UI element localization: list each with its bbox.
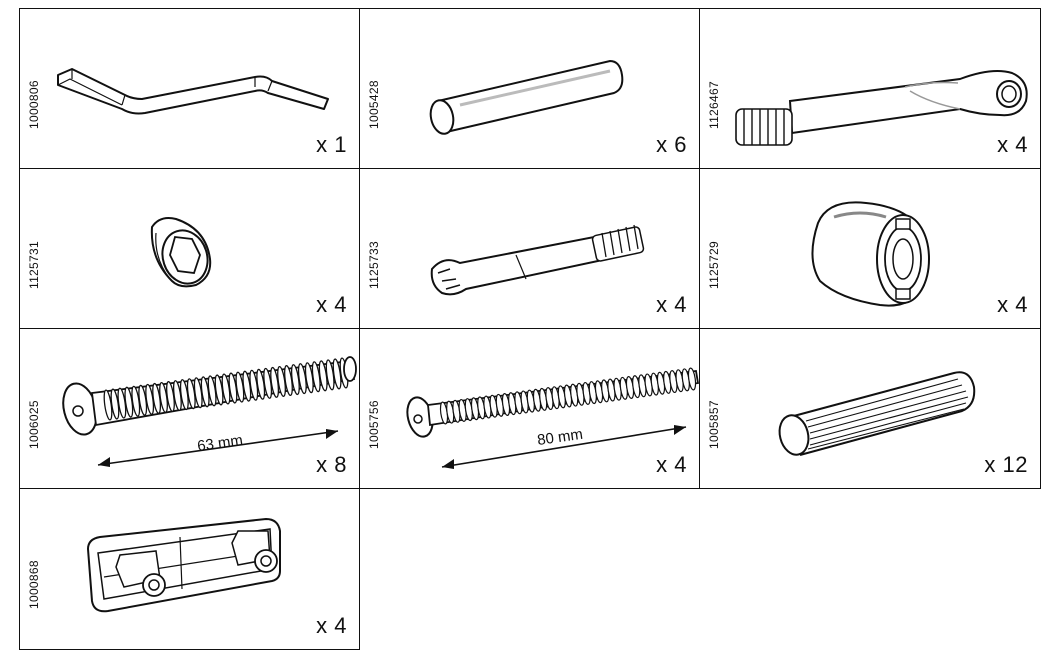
hex-cap-nut-icon	[150, 217, 212, 288]
length-label: 63 mm	[196, 432, 244, 455]
part-code: 1005756	[367, 400, 381, 449]
part-code: 1125729	[707, 241, 721, 289]
part-cell-1126467: 1126467 x 4	[699, 8, 1041, 169]
allen-key-icon	[57, 68, 329, 115]
fluted-dowel-icon	[778, 371, 976, 456]
part-quantity: x 6	[656, 132, 687, 157]
part-quantity: x 4	[656, 452, 687, 477]
part-cell-1125729: 1125729 x 4	[699, 168, 1041, 329]
part-cell-1000806: 1000806 x 1	[19, 8, 360, 169]
part-code: 1000806	[27, 80, 41, 129]
part-quantity: x 4	[997, 292, 1028, 317]
connector-bracket-icon	[86, 517, 281, 613]
thread-ridge	[687, 367, 697, 391]
part-cell-1005428: 1005428 x 6	[359, 8, 700, 169]
part-quantity: x 1	[316, 132, 347, 157]
part-cell-1125731: 1125731 x 4	[19, 168, 360, 329]
long-screw-icon: 80 mm	[406, 367, 700, 469]
part-cell-1125733: 1125733 x 4	[359, 168, 700, 329]
long-screw-icon: 63 mm	[62, 356, 357, 467]
part-cell-1000868: 1000868 x 4	[19, 488, 360, 650]
part-quantity: x 4	[997, 132, 1028, 157]
part-code: 1000868	[27, 560, 41, 609]
parts-grid: 1000806 x 1 1005428 x 6 1126467	[19, 8, 1041, 650]
part-cell-1006025: 1006025 63 mm x 8	[19, 328, 360, 489]
part-quantity: x 12	[984, 452, 1028, 477]
part-quantity: x 4	[316, 613, 347, 638]
part-quantity: x 8	[316, 452, 347, 477]
eye-bolt-icon	[735, 70, 1028, 146]
dowel-pin-icon	[429, 59, 624, 135]
part-cell-1005857: 1005857 x 12	[699, 328, 1041, 489]
part-code: 1126467	[707, 81, 721, 129]
part-code: 1125733	[367, 241, 381, 289]
part-quantity: x 4	[316, 292, 347, 317]
part-cell-1005756: 1005756 80 mm x 4	[359, 328, 700, 489]
part-code: 1125731	[27, 241, 41, 289]
part-code: 1005857	[707, 400, 721, 449]
cam-lock-icon	[811, 201, 930, 307]
length-label: 80 mm	[536, 426, 584, 449]
cam-bolt-icon	[430, 224, 645, 296]
part-code: 1005428	[367, 80, 381, 129]
part-code: 1006025	[27, 400, 41, 449]
part-quantity: x 4	[656, 292, 687, 317]
